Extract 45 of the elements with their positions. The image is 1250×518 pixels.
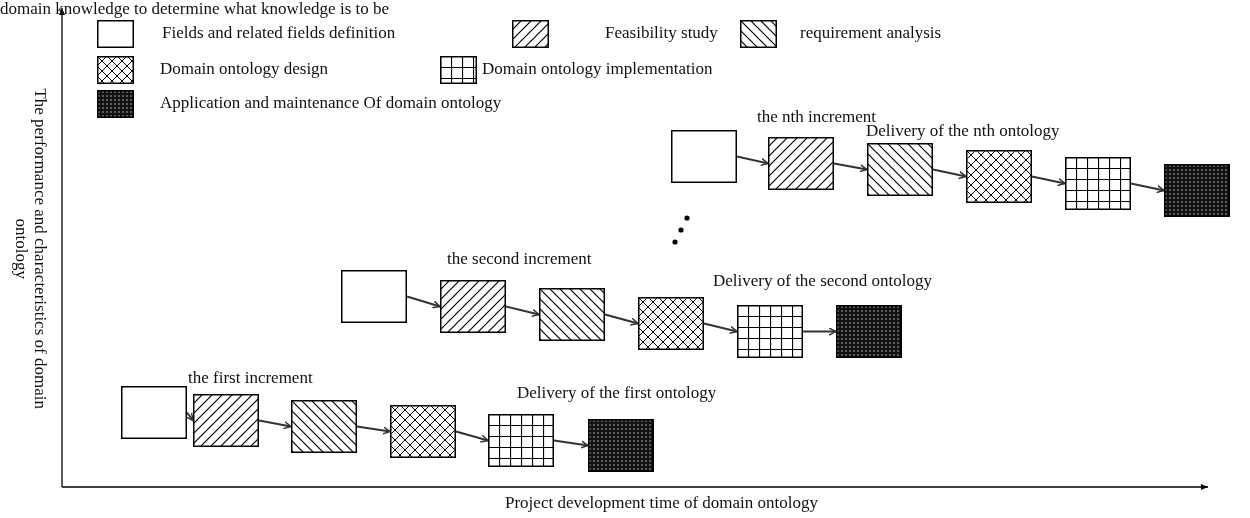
design-box	[390, 405, 456, 458]
arrow	[703, 322, 738, 334]
increment-label: the second increment	[447, 250, 592, 269]
axis-title: Project development time of domain ontology	[505, 494, 819, 513]
design-box	[966, 150, 1032, 203]
definition-box	[671, 130, 737, 183]
legend-text: requirement analysis	[800, 24, 942, 43]
feasibility-box	[768, 137, 834, 190]
clipped-text: domain knowledge to determine what knowledge is to be	[0, 0, 390, 19]
arrow	[505, 305, 540, 317]
arrow	[833, 162, 868, 173]
arrow	[553, 439, 589, 449]
feasibility-box	[440, 280, 506, 333]
arrow	[258, 419, 292, 430]
legend-text: Domain ontology implementation	[482, 60, 713, 79]
feasibility-box	[193, 394, 259, 447]
arrow	[455, 430, 489, 443]
delivery-label: Delivery of the second ontology	[713, 272, 933, 291]
maintenance-box	[1164, 164, 1230, 217]
maintenance-box	[588, 419, 654, 472]
delivery-label: Delivery of the first ontology	[517, 384, 717, 403]
definition-box	[341, 270, 407, 323]
definition-box	[121, 386, 187, 439]
legend-text: Application and maintenance Of domain ontology	[160, 94, 502, 113]
arrow	[356, 425, 391, 435]
arrow	[736, 155, 769, 167]
arrow	[604, 313, 639, 326]
increment-label: the first increment	[188, 369, 313, 388]
legend-text: Feasibility study	[605, 24, 718, 43]
implementation-box	[1065, 157, 1131, 210]
implementation-box	[737, 305, 803, 358]
arrow	[1130, 182, 1165, 194]
legend-text: Fields and related fields definition	[162, 24, 396, 43]
arrow	[406, 295, 441, 309]
design-box	[638, 297, 704, 350]
implementation-box	[488, 414, 554, 467]
analysis-box	[539, 288, 605, 341]
maintenance-box	[836, 305, 902, 358]
axis-title: The performance and characteristics of domain ontology	[11, 87, 49, 411]
analysis-box	[867, 143, 933, 196]
legend-text: Domain ontology design	[160, 60, 329, 79]
analysis-box	[291, 400, 357, 453]
arrow	[802, 327, 837, 336]
arrow	[932, 168, 967, 180]
arrow	[1031, 175, 1066, 187]
